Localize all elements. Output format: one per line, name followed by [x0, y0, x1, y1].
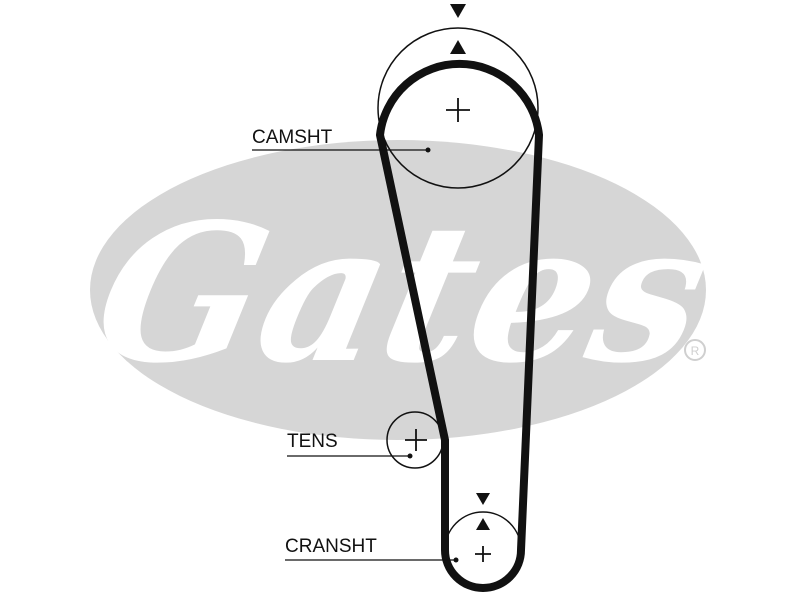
- cam-timing-arrow-up-icon: [450, 40, 466, 54]
- cam-timing-arrow-down-icon: [450, 4, 466, 18]
- tensioner-center-icon: [405, 429, 427, 451]
- crankshaft-leader-dot: [453, 557, 459, 563]
- timing-marks: [450, 4, 490, 530]
- camshaft-pulley: [377, 27, 539, 189]
- registered-mark-icon: [684, 339, 706, 361]
- registered-mark: R: [691, 344, 700, 358]
- crankshaft-label: CRANSHT: [285, 536, 377, 557]
- camshaft-leader-dot: [425, 147, 431, 153]
- crank-timing-arrow-up-icon: [476, 518, 490, 530]
- gates-logo-watermark: Gates R: [78, 140, 727, 440]
- timing-belt: [376, 59, 543, 592]
- center-marks: [405, 98, 491, 562]
- crank-timing-arrow-down-icon: [476, 493, 490, 505]
- logo-text: Gates: [78, 183, 726, 406]
- camshaft-center-icon: [446, 98, 470, 122]
- tensioner-label: TENS: [287, 431, 338, 452]
- logo-ellipse: [90, 140, 706, 440]
- tensioner-leader-dot: [407, 453, 413, 459]
- crankshaft-center-icon: [475, 546, 491, 562]
- camshaft-label: CAMSHT: [252, 127, 333, 148]
